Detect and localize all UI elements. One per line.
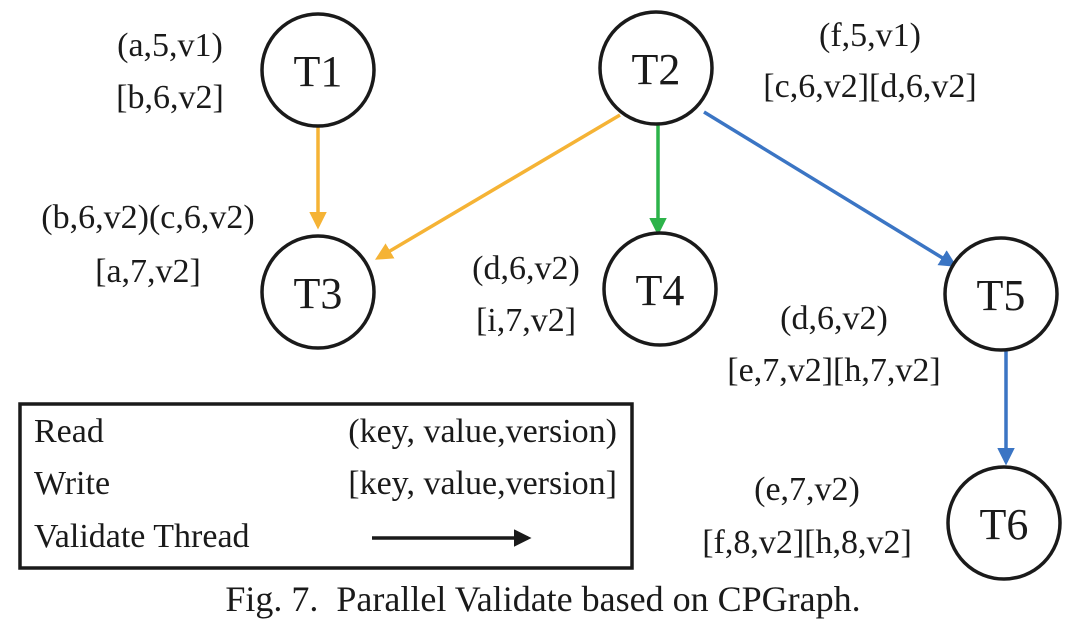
- node-label: T2: [632, 45, 681, 94]
- legend-thread-label: Validate Thread: [34, 518, 250, 555]
- t6-read-set: (e,7,v2): [754, 471, 860, 508]
- t2-write-set: [c,6,v2][d,6,v2]: [763, 68, 976, 105]
- legend-read-label: Read: [34, 413, 104, 450]
- t4-write-set: [i,7,v2]: [476, 302, 576, 339]
- node-label: T3: [294, 269, 343, 318]
- node-label: T6: [980, 500, 1029, 549]
- node-t2: T2: [598, 10, 714, 126]
- node-t6: T6: [946, 465, 1062, 581]
- node-label: T1: [294, 47, 343, 96]
- t1-read-set: (a,5,v1): [117, 27, 223, 64]
- legend-read-format: (key, value,version): [348, 413, 617, 450]
- t4-read-set: (d,6,v2): [472, 250, 580, 287]
- t5-read-set: (d,6,v2): [780, 300, 888, 337]
- figure-caption: Fig. 7. Parallel Validate based on CPGra…: [225, 579, 860, 619]
- t1-write-set: [b,6,v2]: [116, 79, 224, 116]
- legend-write-format: [key, value,version]: [348, 465, 617, 502]
- node-t1: T1: [260, 12, 376, 128]
- t3-write-set: [a,7,v2]: [95, 253, 201, 290]
- t6-write-set: [f,8,v2][h,8,v2]: [702, 524, 912, 561]
- node-t5: T5: [943, 236, 1059, 352]
- legend-write-label: Write: [34, 465, 110, 502]
- node-t4: T4: [602, 231, 718, 347]
- t5-write-set: [e,7,v2][h,7,v2]: [727, 352, 940, 389]
- t3-read-set: (b,6,v2)(c,6,v2): [41, 199, 254, 236]
- node-label: T5: [977, 271, 1026, 320]
- node-t3: T3: [260, 234, 376, 350]
- t2-read-set: (f,5,v1): [819, 17, 921, 54]
- edge-t2-t5: [703, 110, 957, 267]
- node-label: T4: [636, 266, 685, 315]
- edge-t2-t3: [374, 113, 621, 260]
- legend-box: [18, 402, 634, 570]
- legend: Read (key, value,version) Write [key, va…: [18, 402, 634, 570]
